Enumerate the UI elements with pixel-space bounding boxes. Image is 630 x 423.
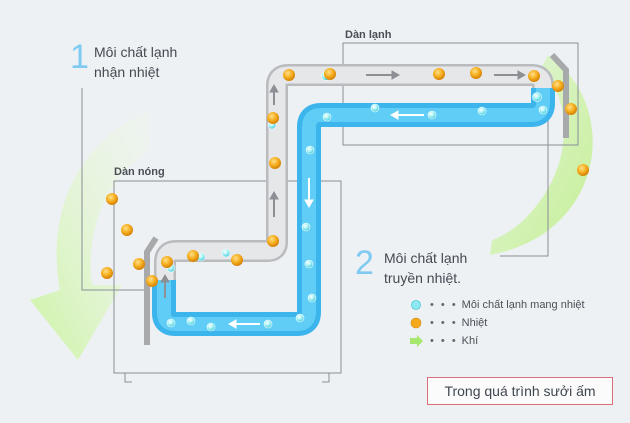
green-arrow-icon xyxy=(410,335,424,347)
mode-label: Trong quá trình sưởi ấm xyxy=(427,377,613,405)
outdoor-unit-foot-left xyxy=(124,373,132,383)
refrigerant-flow-arrows xyxy=(227,110,424,329)
legend-item-refrigerant: • • • Môi chất lạnh mang nhiệt xyxy=(410,299,585,311)
legend-label-air: Khí xyxy=(461,335,479,347)
outdoor-exchanger-plate xyxy=(144,236,159,345)
step2-number: 2 xyxy=(355,244,374,282)
step2-line2: truyền nhiệt. xyxy=(384,270,462,286)
step2-line1: Môi chất lạnh xyxy=(384,250,468,266)
heat-dots xyxy=(101,67,589,287)
outdoor-unit-label: Dàn nóng xyxy=(114,166,165,178)
flow-arrows xyxy=(160,70,527,298)
legend-label-heat: Nhiệt xyxy=(461,317,488,329)
indoor-unit-label: Dàn lạnh xyxy=(345,29,392,41)
indoor-unit-outline xyxy=(342,42,579,146)
legend-label-refrigerant: Môi chất lạnh mang nhiệt xyxy=(461,299,585,311)
orange-dot-icon xyxy=(410,317,424,329)
step2-leader-line xyxy=(500,92,549,257)
legend-item-heat: • • • Nhiệt xyxy=(410,317,487,329)
cyan-dot-icon xyxy=(410,299,424,311)
outdoor-unit-foot-right xyxy=(322,373,330,383)
legend-item-air: • • • Khí xyxy=(410,335,478,347)
step1-leader-line xyxy=(81,88,150,291)
step1-number: 1 xyxy=(70,38,89,76)
indoor-exchanger-plate xyxy=(549,52,569,138)
outdoor-unit-outline xyxy=(113,180,342,374)
step1-line2: nhận nhiệt xyxy=(94,64,160,80)
step1-line1: Môi chất lạnh xyxy=(94,44,178,60)
liquid-pipe xyxy=(152,88,555,336)
air-flow-left-arrow xyxy=(30,110,150,360)
